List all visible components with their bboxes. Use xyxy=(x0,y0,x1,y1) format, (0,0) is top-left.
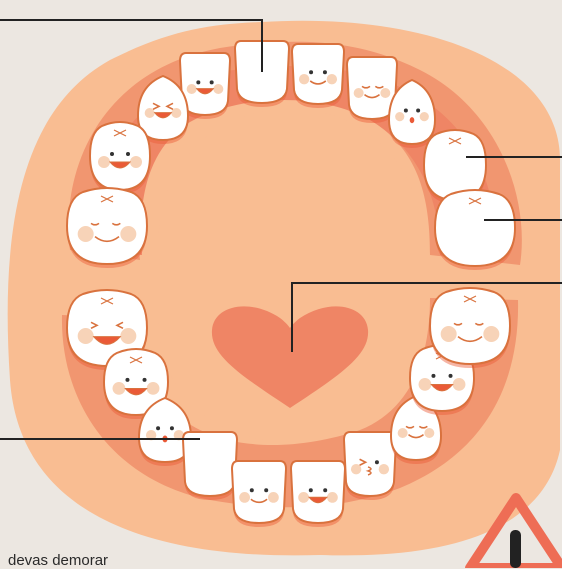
tooth-body xyxy=(344,432,396,496)
cheek xyxy=(120,226,136,242)
eye xyxy=(210,80,214,84)
eye xyxy=(449,374,453,378)
cheek xyxy=(213,84,223,94)
eye xyxy=(143,378,147,382)
cheek xyxy=(419,378,432,391)
eye xyxy=(416,108,420,112)
eye xyxy=(309,70,313,74)
cheek xyxy=(327,74,337,84)
eye xyxy=(264,488,268,492)
cheek xyxy=(113,382,126,395)
eye xyxy=(250,488,254,492)
lower-central-incisor-right-tooth-icon xyxy=(291,461,345,527)
tooth-body xyxy=(292,44,344,104)
cheek xyxy=(187,84,197,94)
cheek xyxy=(78,328,94,344)
lower-lateral-incisor-right-tooth-icon xyxy=(344,432,396,500)
cheek xyxy=(420,112,429,121)
cheek xyxy=(299,74,309,84)
cheek xyxy=(147,382,160,395)
cheek xyxy=(120,328,136,344)
cheek xyxy=(130,156,142,168)
eye xyxy=(431,374,435,378)
eye xyxy=(126,152,130,156)
caption-text: devas demorar xyxy=(8,552,108,569)
cheek xyxy=(327,492,338,503)
cheek xyxy=(483,326,499,342)
cheek xyxy=(268,492,279,503)
cheek xyxy=(398,428,408,438)
cheek xyxy=(424,428,434,438)
eye xyxy=(170,426,174,430)
upper-first-molar-left-tooth-icon xyxy=(90,122,150,194)
tooth-body xyxy=(232,461,286,523)
eye xyxy=(404,108,408,112)
upper-second-molar-right-tooth-icon xyxy=(435,190,515,270)
mouth xyxy=(410,117,415,123)
eye xyxy=(323,70,327,74)
lower-second-molar-right-tooth-icon xyxy=(430,288,510,368)
cheek xyxy=(380,88,390,98)
tooth-body xyxy=(90,122,150,190)
eye xyxy=(375,460,379,464)
eye xyxy=(110,152,114,156)
cheek xyxy=(354,88,364,98)
cheek xyxy=(453,378,466,391)
eye xyxy=(323,488,327,492)
cheek xyxy=(298,492,309,503)
eye xyxy=(196,80,200,84)
eye xyxy=(309,488,313,492)
upper-central-incisor-right-tooth-icon xyxy=(292,44,344,108)
tooth-body xyxy=(291,461,345,523)
eye xyxy=(156,426,160,430)
eye xyxy=(125,378,129,382)
cheek xyxy=(78,226,94,242)
lower-central-incisor-left-tooth-icon xyxy=(232,461,286,527)
cheek xyxy=(379,464,389,474)
tooth-body xyxy=(183,432,237,496)
cheek xyxy=(239,492,250,503)
cheek xyxy=(441,326,457,342)
upper-second-molar-left-tooth-icon xyxy=(67,188,147,268)
cheek xyxy=(98,156,110,168)
lower-lateral-incisor-left-tooth-icon xyxy=(183,432,237,500)
cheek xyxy=(395,112,404,121)
